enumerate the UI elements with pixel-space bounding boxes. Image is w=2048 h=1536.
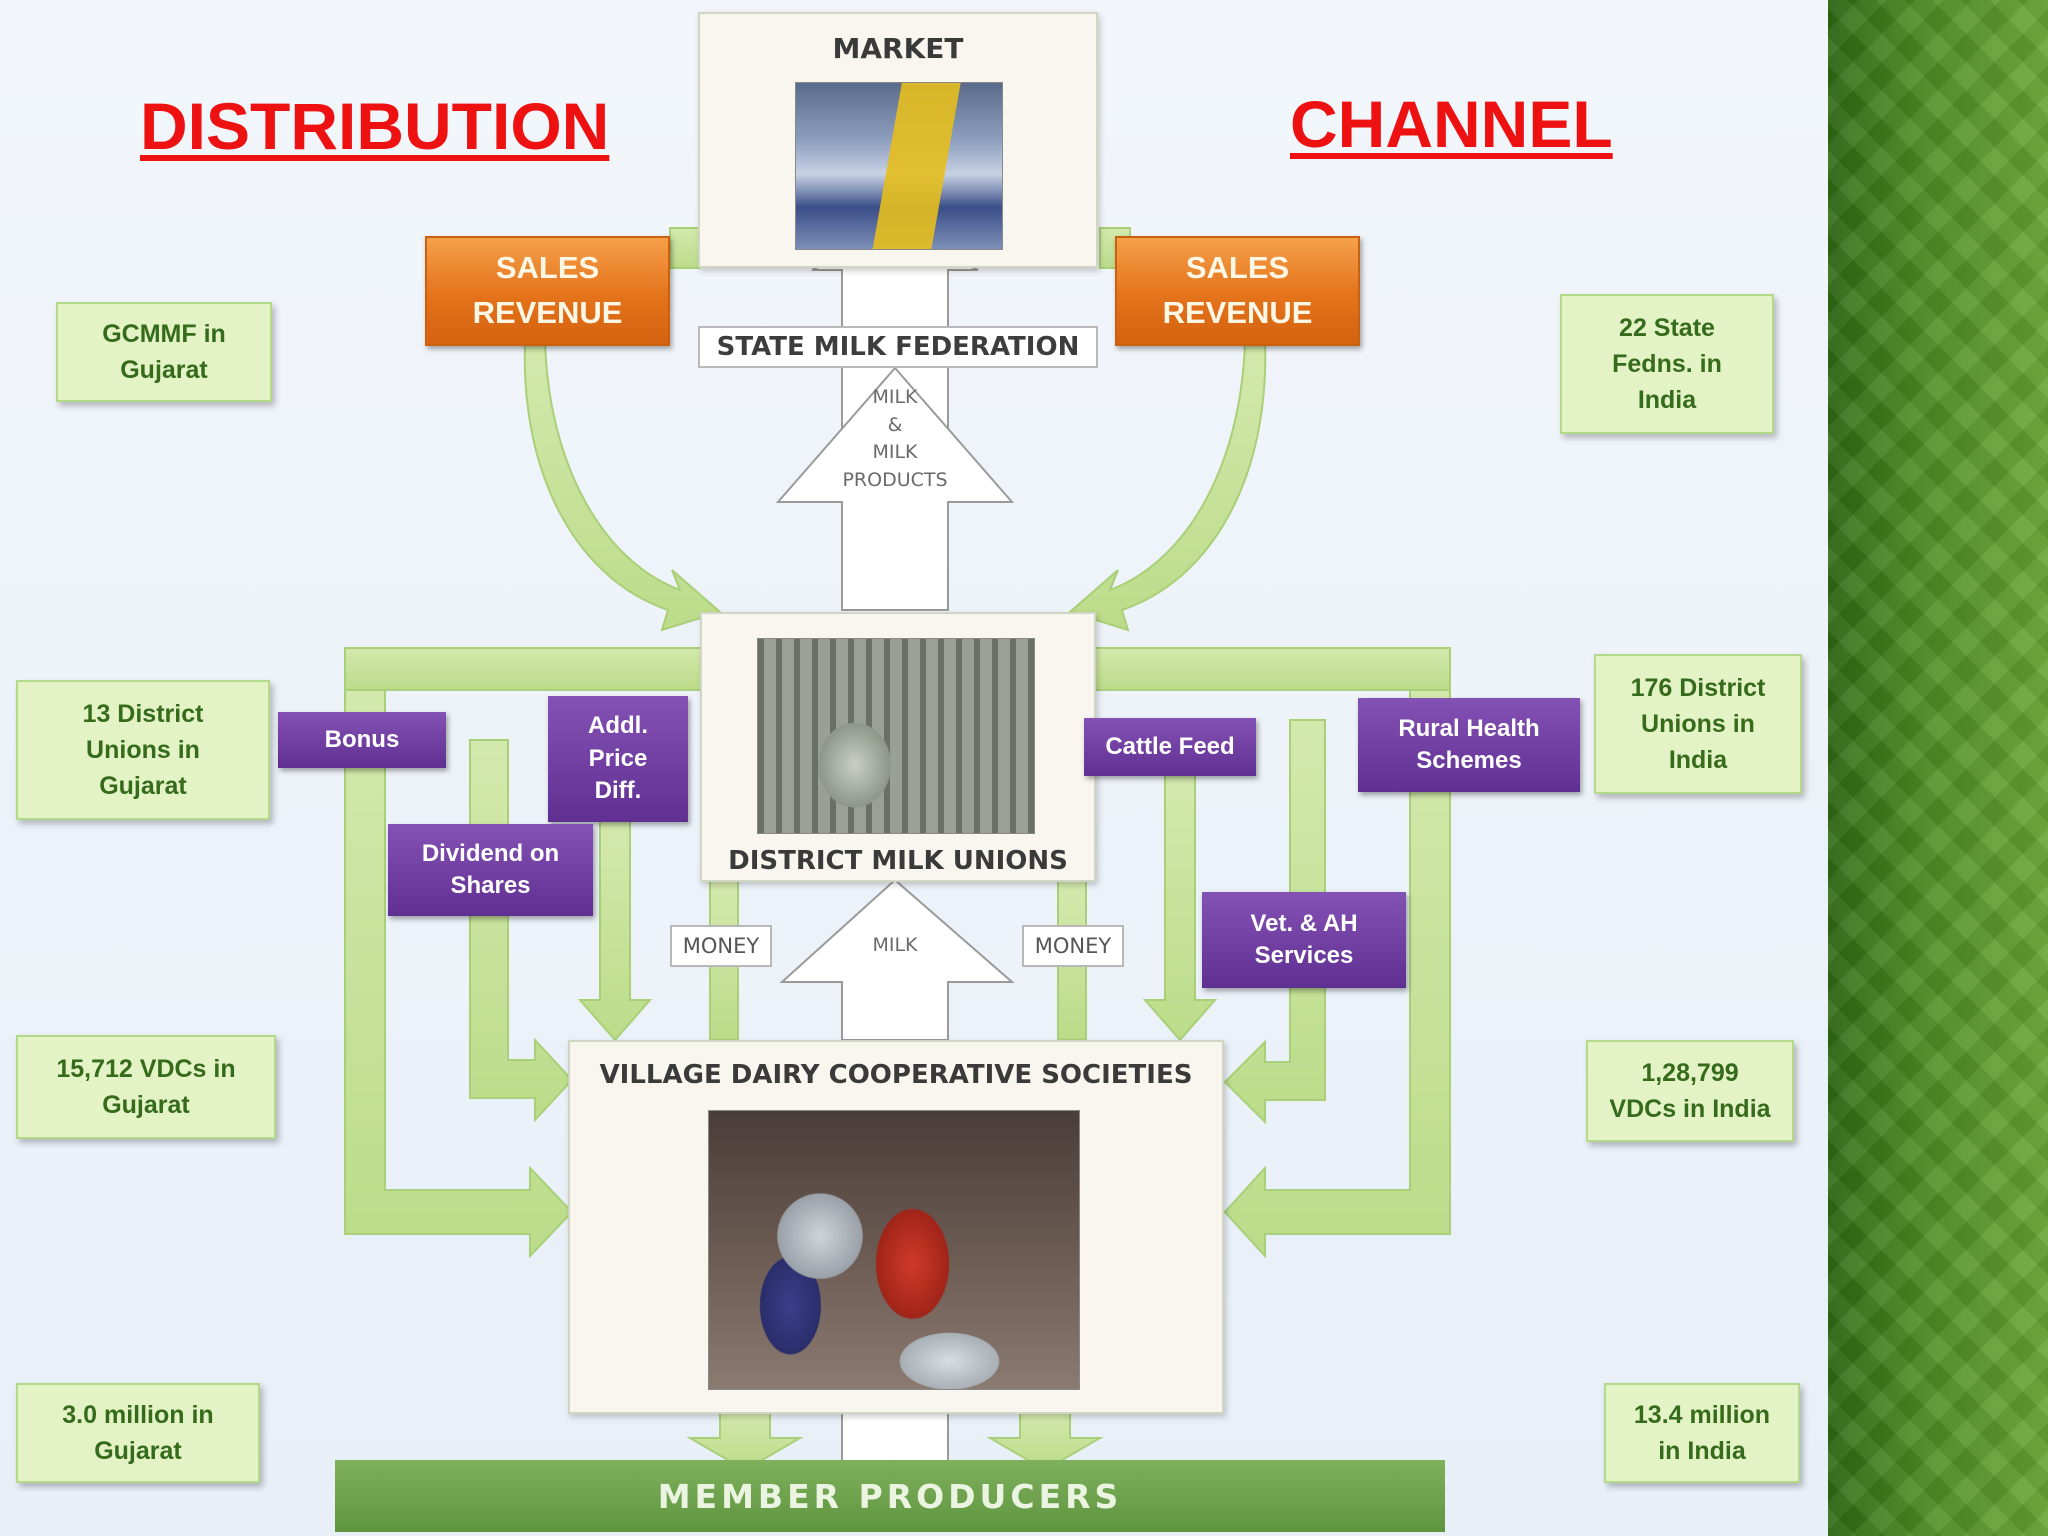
state-milk-federation-label: STATE MILK FEDERATION: [698, 326, 1098, 368]
heading-channel: CHANNEL: [1290, 87, 1613, 161]
market-panel: MARKET: [698, 12, 1098, 268]
stat-state-fedns-india: 22 State Fedns. in India: [1560, 294, 1774, 434]
stat-vdcs-gujarat: 15,712 VDCs in Gujarat: [16, 1035, 276, 1139]
district-milk-unions-title: DISTRICT MILK UNIONS: [728, 846, 1068, 876]
member-producers-band: MEMBER PRODUCERS: [335, 1460, 1445, 1532]
money-tag-right: MONEY: [1022, 925, 1124, 967]
sales-revenue-left-arrow: [523, 339, 723, 632]
bonus-box: Bonus: [278, 712, 446, 768]
vet-ah-services-box: Vet. & AH Services: [1202, 892, 1406, 988]
milk-products-flow-label: MILK & MILK PRODUCTS: [842, 386, 948, 491]
milk-products-arrow: [775, 366, 1015, 611]
sales-revenue-right-arrow: [1067, 339, 1267, 632]
dividend-on-shares-box: Dividend on Shares: [388, 824, 593, 916]
cattle-feed-box: Cattle Feed: [1084, 718, 1256, 776]
rural-health-schemes-box: Rural Health Schemes: [1358, 698, 1580, 792]
benefit-band-left: [344, 647, 706, 691]
stat-district-unions-gujarat: 13 District Unions in Gujarat: [16, 680, 270, 820]
addl-price-diff-box: Addl. Price Diff.: [548, 696, 688, 822]
village-societies-title: VILLAGE DAIRY COOPERATIVE SOCIETIES: [599, 1060, 1193, 1090]
stat-gcmmf-gujarat: GCMMF in Gujarat: [56, 302, 272, 402]
left-outer-path: [344, 689, 574, 1259]
producer-milk-column: [841, 1411, 949, 1463]
village-societies-panel: VILLAGE DAIRY COOPERATIVE SOCIETIES: [568, 1040, 1224, 1414]
sales-revenue-left: SALES REVENUE: [425, 236, 670, 346]
stat-district-unions-india: 176 District Unions in India: [1594, 654, 1802, 794]
sales-revenue-right: SALES REVENUE: [1115, 236, 1360, 346]
money-tag-left: MONEY: [670, 925, 772, 967]
village-women-photo: [708, 1110, 1080, 1390]
producer-right-down-arrow: [986, 1411, 1104, 1472]
cattle-feed-down-arrow: [1142, 769, 1218, 1042]
green-sidebar-decoration: [1828, 0, 2048, 1536]
milk-flow-label: MILK: [872, 934, 918, 956]
stat-producers-gujarat: 3.0 million in Gujarat: [16, 1383, 260, 1483]
heading-distribution: DISTRIBUTION: [140, 89, 610, 163]
district-milk-unions-panel: DISTRICT MILK UNIONS: [700, 612, 1096, 882]
stat-vdcs-india: 1,28,799 VDCs in India: [1586, 1040, 1794, 1142]
benefit-band-right: [1094, 647, 1451, 691]
milk-to-union-arrow: [779, 878, 1015, 1041]
market-photo: [795, 82, 1003, 250]
producer-left-down-arrow: [686, 1411, 804, 1472]
market-title: MARKET: [832, 32, 964, 65]
dairy-plant-photo: [757, 638, 1035, 834]
addl-price-down-arrow: [577, 819, 653, 1042]
left-revenue-stub: [669, 227, 701, 269]
stat-producers-india: 13.4 million in India: [1604, 1383, 1800, 1483]
